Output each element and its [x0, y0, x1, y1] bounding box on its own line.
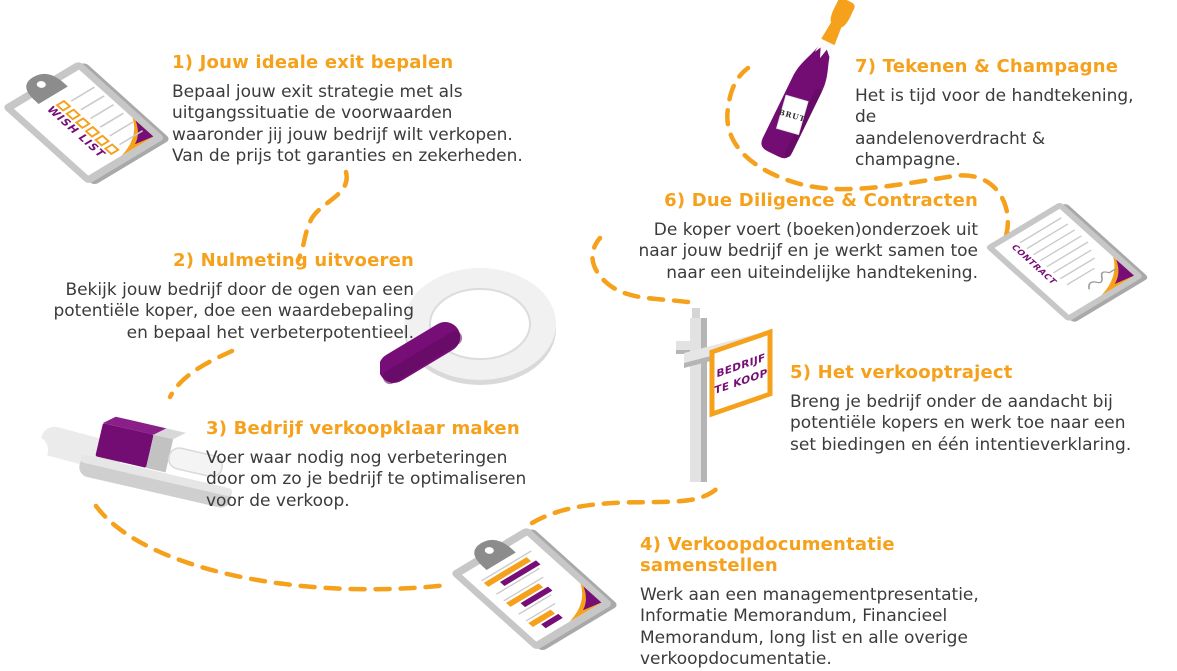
- step-1-body: Bepaal jouw exit strategie met als uitga…: [172, 82, 523, 167]
- step-7-title: 7) Tekenen & Champagne: [855, 56, 1119, 77]
- step-3-body: Voer waar nodig nog verbeteringen door o…: [206, 448, 527, 511]
- step-4-body: Werk aan een managementpresentatie, Info…: [640, 585, 979, 670]
- step-5-title: 5) Het verkooptraject: [790, 362, 1013, 383]
- step-4-title: 4) Verkoopdocumentatie samenstellen: [640, 534, 895, 576]
- step-5-body: Breng je bedrijf onder de aandacht bij p…: [790, 392, 1132, 455]
- step-1-block: 1) Jouw ideale exit bepalen Bepaal jouw …: [172, 52, 572, 168]
- step-2-body: Bekijk jouw bedrijf door de ogen van een…: [53, 280, 414, 343]
- for-sale-sign-icon: BEDRIJF TE KOOP: [676, 308, 773, 482]
- connector-step3-step4: [93, 503, 451, 592]
- step-7-body: Het is tijd voor de handtekening, de aan…: [855, 86, 1134, 171]
- step-5-block: 5) Het verkooptraject Breng je bedrijf o…: [790, 362, 1150, 456]
- contract-document-icon: CONTRACT: [986, 203, 1148, 322]
- connector-step2-step3: [167, 348, 235, 400]
- connector-step4-step5: [529, 479, 726, 526]
- step-6-title: 6) Due Diligence & Contracten: [664, 190, 978, 211]
- wishlist-clipboard-icon: WISH LIST: [4, 62, 169, 185]
- contract-label: CONTRACT: [1008, 243, 1058, 286]
- step-3-block: 3) Bedrijf verkoopklaar maken Voer waar …: [206, 418, 546, 512]
- step-7-block: 7) Tekenen & Champagne Het is tijd voor …: [855, 56, 1155, 172]
- step-6-body: De koper voert (boeken)onderzoek uit naa…: [638, 220, 978, 283]
- step-4-block: 4) Verkoopdocumentatie samenstellen Werk…: [640, 534, 1030, 671]
- step-1-title: 1) Jouw ideale exit bepalen: [172, 52, 454, 73]
- wishlist-label: WISH LIST: [44, 104, 109, 159]
- sign-text-line2: TE KOOP: [714, 366, 767, 397]
- connector-step1-step2: [295, 169, 349, 263]
- step-2-block: 2) Nulmeting uitvoeren Bekijk jouw bedri…: [14, 250, 414, 344]
- bottle-label: BRUT: [778, 108, 807, 124]
- step-2-title: 2) Nulmeting uitvoeren: [173, 250, 414, 271]
- step-3-title: 3) Bedrijf verkoopklaar maken: [206, 418, 520, 439]
- sign-text-line1: BEDRIJF: [716, 351, 765, 381]
- step-6-block: 6) Due Diligence & Contracten De koper v…: [618, 190, 978, 284]
- bar-chart-clipboard-icon: [452, 528, 617, 651]
